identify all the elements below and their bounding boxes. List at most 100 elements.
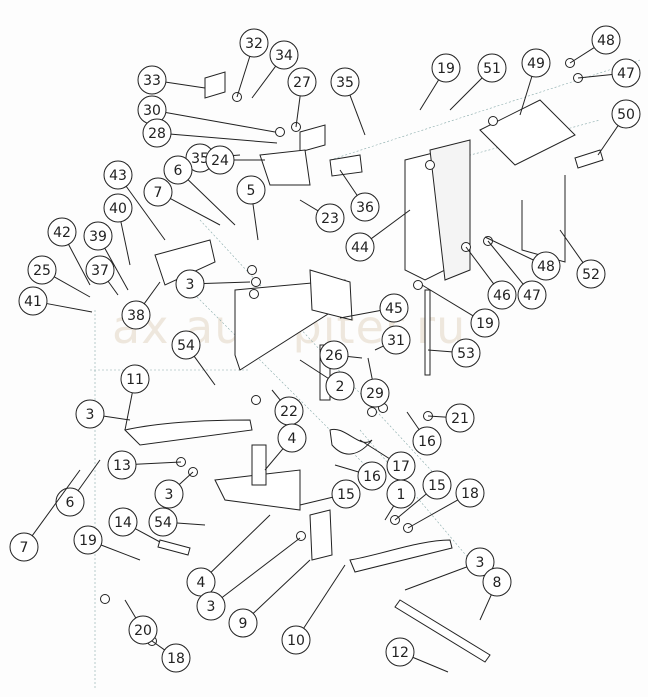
callout-number: 7 — [154, 185, 163, 201]
callout-circle — [128, 615, 158, 645]
leader-line — [68, 244, 91, 286]
callout-number: 5 — [247, 183, 256, 199]
leader-line — [176, 522, 206, 526]
leader-line — [384, 505, 395, 521]
callout-18: 18 — [151, 640, 191, 673]
callout-3: 3 — [154, 471, 194, 509]
callout-number: 17 — [392, 459, 410, 475]
callout-circle — [205, 145, 235, 175]
callout-number: 15 — [428, 478, 446, 494]
leader-line — [135, 461, 182, 465]
callout-number: 22 — [280, 404, 298, 420]
callout-53: 53 — [427, 338, 481, 368]
callout-circle — [287, 67, 317, 97]
callout-circle — [277, 423, 307, 453]
callout-13: 13 — [107, 450, 182, 480]
callout-circle — [75, 399, 105, 429]
callout-circle — [451, 338, 481, 368]
callout-circle — [85, 255, 115, 285]
valve-body-38 — [154, 239, 216, 286]
callout-circle — [386, 479, 416, 509]
washer-nut — [367, 407, 377, 417]
callout-circle — [103, 193, 133, 223]
callout-circle — [148, 507, 178, 537]
leader-line — [569, 47, 595, 64]
leader-line — [427, 349, 453, 353]
leader-line — [165, 81, 206, 89]
callout-circle — [27, 255, 57, 285]
callout-circle — [161, 643, 191, 673]
callout-3: 3 — [196, 537, 301, 621]
leader-line — [465, 246, 495, 285]
callout-number: 3 — [186, 277, 195, 293]
callout-15: 15 — [299, 479, 361, 509]
callout-47: 47 — [577, 58, 641, 88]
callout-circle — [591, 25, 621, 55]
callout-10: 10 — [281, 564, 346, 655]
leader-line — [187, 179, 236, 226]
top-plate-49 — [479, 99, 576, 166]
washer-nut — [251, 395, 261, 405]
washer-nut — [296, 531, 306, 541]
callout-number: 42 — [53, 225, 71, 241]
callout-number: 6 — [174, 163, 183, 179]
callout-40: 40 — [103, 193, 133, 266]
callout-circle — [108, 507, 138, 537]
callout-48: 48 — [569, 25, 621, 64]
callout-number: 16 — [418, 434, 436, 450]
leader-line — [135, 528, 161, 543]
callout-51: 51 — [449, 53, 507, 111]
callout-31: 31 — [374, 325, 411, 355]
callout-number: 51 — [483, 61, 501, 77]
callout-circle — [83, 221, 113, 251]
callout-6: 6 — [55, 459, 101, 517]
leader-line — [559, 229, 584, 263]
leader-line — [103, 415, 131, 421]
spring-27 — [299, 124, 326, 153]
mounting-bracket-side — [429, 139, 471, 281]
callout-number: 37 — [91, 263, 109, 279]
leader-line — [334, 464, 359, 473]
leader-line — [203, 281, 251, 285]
callout-number: 18 — [167, 651, 185, 667]
callout-32: 32 — [236, 28, 269, 98]
leader-line — [449, 77, 483, 111]
washer-nut — [249, 289, 259, 299]
shaft-tube — [251, 444, 267, 486]
leader-line — [252, 203, 259, 241]
callout-18: 18 — [407, 478, 485, 529]
callout-number: 3 — [207, 599, 216, 615]
callout-circle — [412, 426, 442, 456]
leader-line — [303, 564, 346, 629]
callout-number: 43 — [109, 168, 127, 184]
washer-nut — [100, 594, 110, 604]
callout-number: 2 — [336, 379, 345, 395]
leader-line — [427, 415, 447, 418]
leader-line — [104, 247, 129, 291]
callout-circle — [482, 567, 512, 597]
callout-number: 39 — [89, 229, 107, 245]
callout-15: 15 — [394, 470, 452, 521]
leader-line — [165, 111, 276, 133]
leader-line — [299, 496, 333, 506]
leader-line — [53, 276, 91, 298]
leader-line — [487, 240, 524, 285]
callout-circle — [611, 58, 641, 88]
callout-29: 29 — [360, 357, 390, 408]
callout-22: 22 — [271, 389, 304, 426]
callout-circle — [531, 251, 561, 281]
callout-41: 41 — [18, 286, 93, 316]
callout-12: 12 — [385, 637, 449, 673]
callout-number: 54 — [177, 338, 195, 354]
callout-number: 3 — [86, 407, 95, 423]
callout-20: 20 — [124, 599, 158, 645]
washer-nut — [413, 280, 423, 290]
frame-plate — [309, 269, 353, 321]
leader-line — [347, 355, 363, 359]
callout-circle — [315, 203, 345, 233]
callout-number: 44 — [351, 240, 369, 256]
callout-circle — [445, 403, 475, 433]
washer-nut — [251, 277, 261, 287]
washer-nut — [488, 116, 498, 126]
